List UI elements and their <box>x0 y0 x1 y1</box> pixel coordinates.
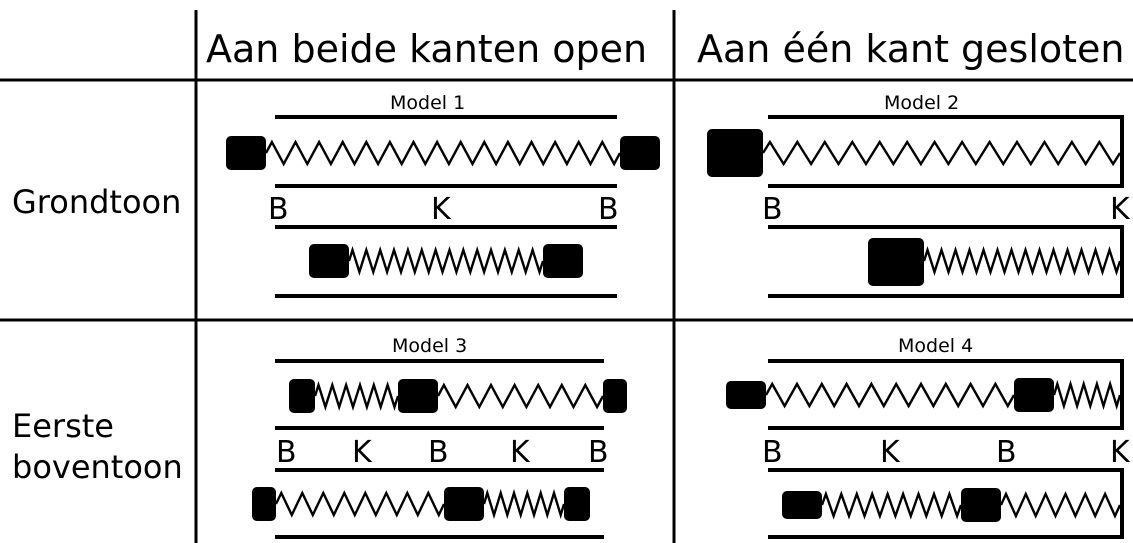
row-header-fundamental: Grondtoon <box>12 183 181 221</box>
label-node: K <box>510 435 531 470</box>
row-header-overtone-line2: boventoon <box>12 448 183 486</box>
label-node: K <box>880 435 901 470</box>
mass-block <box>564 487 590 521</box>
spring <box>1052 379 1122 411</box>
spring <box>436 382 605 410</box>
mass-block <box>398 379 438 413</box>
spring <box>764 381 1016 409</box>
label-belly: B <box>268 192 289 227</box>
model-3-title: Model 3 <box>392 335 467 357</box>
closed-tube <box>768 468 1124 539</box>
mass-block <box>309 244 349 278</box>
spring <box>820 490 963 520</box>
label-belly: B <box>762 192 783 227</box>
mass-block <box>707 129 763 177</box>
label-node: K <box>1110 435 1131 470</box>
spring <box>922 246 1122 276</box>
label-belly: B <box>428 435 449 470</box>
mass-block <box>868 238 924 286</box>
spring <box>313 380 400 412</box>
model-1: B K B <box>226 115 660 298</box>
mass-block <box>252 487 276 521</box>
column-header-open: Aan beide kanten open <box>206 27 647 71</box>
label-node: K <box>431 192 452 227</box>
model-2: B K <box>707 115 1131 298</box>
spring <box>482 488 566 520</box>
closed-tube <box>768 359 1124 430</box>
mass-block <box>726 381 766 409</box>
label-belly: B <box>996 435 1017 470</box>
mass-block <box>543 244 583 278</box>
label-belly: B <box>598 192 619 227</box>
row-header-overtone-line1: Eerste <box>12 407 114 445</box>
mass-block <box>444 487 484 521</box>
label-node: K <box>352 435 373 470</box>
spring <box>347 245 545 277</box>
label-node: K <box>1110 192 1131 227</box>
label-belly: B <box>588 435 609 470</box>
mass-block <box>603 379 627 413</box>
mass-block <box>961 488 1001 522</box>
label-belly: B <box>276 435 297 470</box>
mass-block <box>620 136 660 170</box>
model-4-title: Model 4 <box>898 335 973 357</box>
closed-tube <box>768 115 1124 188</box>
model-2-title: Model 2 <box>884 92 959 114</box>
mass-block <box>226 136 266 170</box>
model-3: B K B K B <box>252 359 627 539</box>
label-belly: B <box>762 435 783 470</box>
mass-block <box>1014 378 1054 412</box>
mass-block <box>289 379 315 413</box>
column-header-closed: Aan één kant gesloten <box>697 27 1125 71</box>
spring <box>999 491 1122 519</box>
spring <box>761 139 1122 167</box>
closed-tube <box>768 225 1124 298</box>
spring <box>274 490 446 518</box>
model-4: B K B K <box>726 359 1131 539</box>
model-1-title: Model 1 <box>390 92 465 114</box>
spring <box>264 139 622 167</box>
mass-block <box>782 491 822 519</box>
